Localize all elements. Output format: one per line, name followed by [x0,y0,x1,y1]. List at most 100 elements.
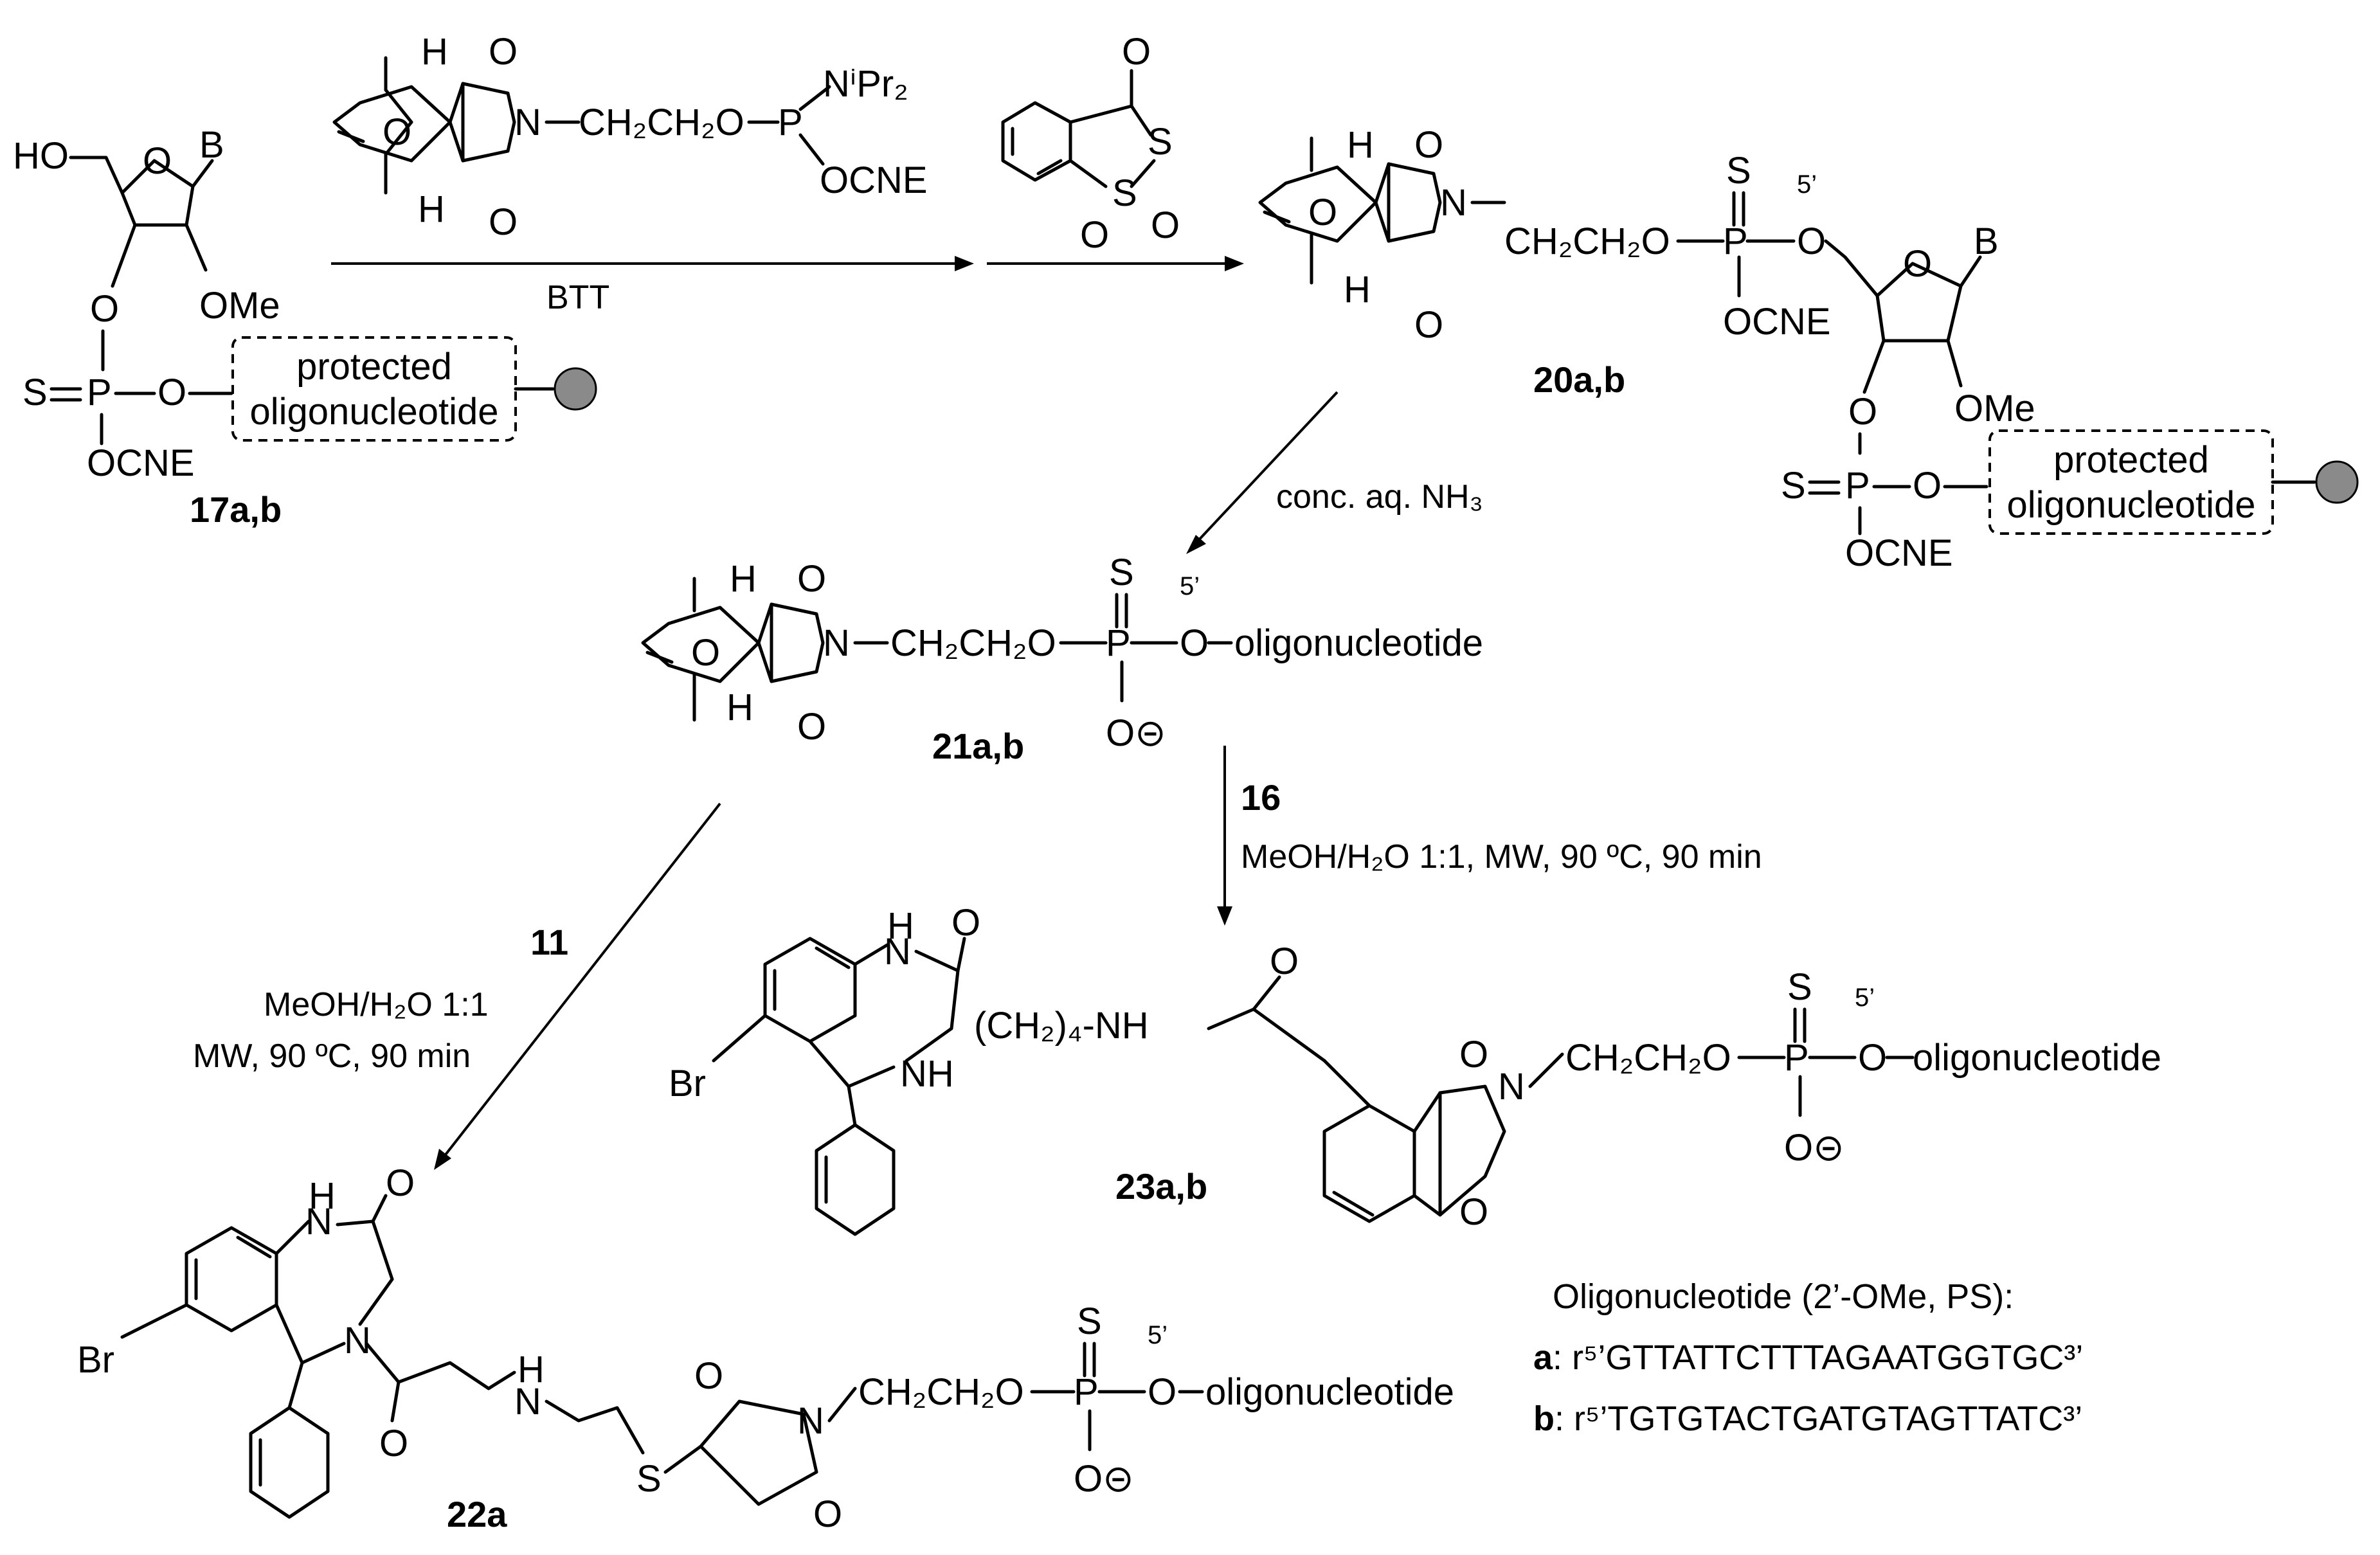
oligonucleotide-text: oligonucleotide [1205,1371,1454,1413]
atom-o-ring: O [143,140,172,182]
atom-o: O [694,1355,723,1397]
arrow-to-23: 16 MeOH/H₂O 1:1, MW, 90 ºC, 90 min [1217,746,1762,926]
atom-s: S [1077,1300,1102,1342]
reagent-ammonia: conc. aq. NH₃ [1276,478,1483,516]
atom-ome: OMe [199,285,280,327]
atom-o: O [1122,31,1151,73]
atom-o: O [1459,1034,1488,1075]
compound-label-20: 20a,b [1533,359,1625,400]
atom-h: H [418,188,445,230]
linker-ch2ch2o: CH₂CH₂O [890,622,1056,664]
atom-nipr2: NⁱPr₂ [823,63,908,105]
five-prime-label: 5’ [1855,984,1875,1012]
protected-box-line2: oligonucleotide [2007,484,2256,526]
atom-h: H [1344,269,1371,310]
atom-n: N [884,931,911,973]
atom-p: P [1784,1037,1809,1079]
arrow-sulfurization [987,256,1244,271]
atom-b: B [1974,220,1999,262]
atom-p: P [1723,220,1748,262]
atom-o: O [951,902,980,944]
atom-nh: NH [900,1053,954,1095]
atom-n: N [797,1400,824,1442]
atom-h: H [1347,124,1374,166]
atom-p: P [778,102,803,143]
five-prime-label: 5’ [1797,170,1817,199]
oligonucleotide-text: oligonucleotide [1913,1037,2161,1079]
atom-o: O [1459,1191,1488,1233]
atom-h: H [518,1349,545,1390]
atom-p: P [87,372,112,413]
atom-n: N [514,1381,541,1423]
atom-s: S [1726,150,1751,192]
atom-ho: HO [13,135,69,177]
atom-o-minus: O⊝ [1106,712,1166,754]
atom-o: O [1414,304,1443,346]
atom-p: P [1106,622,1131,664]
legend-title: Oligonucleotide (2’-OMe, PS): [1553,1277,2014,1316]
atom-ocne: OCNE [1723,301,1831,343]
atom-o: O [489,201,518,243]
atom-n: N [344,1320,371,1362]
atom-o-bridge: O [691,632,720,674]
sulfurizing-reagent: O S S O O [1001,31,1180,256]
atom-o: O [1913,465,1942,507]
atom-n: N [305,1201,332,1243]
linker-ch2ch2o: CH₂CH₂O [858,1371,1024,1413]
atom-o: O [489,31,518,73]
compound-label-21: 21a,b [932,726,1024,766]
atom-o: O [1148,1371,1176,1413]
compound-label-22: 22a [447,1494,507,1534]
atom-h: H [309,1175,336,1217]
compound-23: Br H N O NH (CH₂)₄-NH O O O N CH₂CH₂O P … [669,902,2161,1236]
atom-o: O [1797,220,1826,262]
protected-box-line1: protected [296,346,452,388]
atom-o: O [1414,124,1443,166]
atom-s: S [1109,552,1134,593]
compound-17: HO O B OMe O S P O OCNE protected oligon… [13,124,597,530]
atom-o: O [1151,204,1180,246]
conditions-11-line2: MW, 90 ºC, 90 min [193,1038,471,1075]
protected-box-line1: protected [2053,439,2209,481]
atom-o: O [1858,1037,1887,1079]
atom-n: N [1440,182,1467,224]
conditions-16: MeOH/H₂O 1:1, MW, 90 ºC, 90 min [1241,838,1762,876]
arrow-coupling: BTT [331,256,974,316]
phosphoramidite-reagent: O H H O O N CH₂CH₂O P NⁱPr₂ OCNE [332,31,928,243]
compound-label-23: 23a,b [1115,1166,1207,1207]
atom-o-bridge: O [1308,192,1337,233]
atom-s: S [1148,121,1173,163]
arrow-deprotection: conc. aq. NH₃ [1186,391,1483,554]
atom-n: N [514,102,541,143]
atom-h: H [887,905,914,947]
compound-22: Br H N O N O H N S O O N CH₂CH₂O P S [77,1162,1454,1535]
sequence-a: a: r⁵’GTTATTCTTTAGAATGGTGC³’ [1533,1338,2083,1377]
atom-o: O [797,706,826,748]
atom-o: O [1270,940,1299,982]
atom-o: O [1180,622,1209,664]
compound-21: O H H O O N CH₂CH₂O P S 5’ O oligonucleo… [641,552,1483,766]
compound-label-17: 17a,b [190,489,282,530]
atom-o: O [386,1162,415,1204]
atom-h: H [730,558,757,600]
atom-o-bridge: O [383,111,411,153]
compound-20: O H H O O N CH₂CH₂O P S 5’ O OCNE O B OM… [1258,124,2359,574]
linker-ch2ch2o: CH₂CH₂O [1504,220,1670,262]
atom-o: O [1080,214,1109,256]
reagent-16: 16 [1241,777,1281,818]
linker-ch2ch2o: CH₂CH₂O [1565,1037,1731,1079]
conditions-11-line1: MeOH/H₂O 1:1 [264,986,489,1023]
reagent-11: 11 [530,922,568,962]
five-prime-label: 5’ [1180,572,1200,600]
atom-s: S [23,372,48,413]
atom-n: N [1498,1066,1525,1108]
atom-o-minus: O⊝ [1074,1458,1134,1500]
atom-h: H [726,687,753,728]
solid-support-bead [554,367,597,411]
sequence-legend: Oligonucleotide (2’-OMe, PS): a: r⁵’GTTA… [1533,1277,2083,1438]
atom-o: O [797,558,826,600]
oligonucleotide-text: oligonucleotide [1234,622,1483,664]
linker-ch2ch2o: CH₂CH₂O [579,102,744,143]
atom-o: O [1848,391,1877,433]
sequence-b: b: r⁵’TGTGTACTGATGTAGTTATC³’ [1533,1399,2082,1438]
